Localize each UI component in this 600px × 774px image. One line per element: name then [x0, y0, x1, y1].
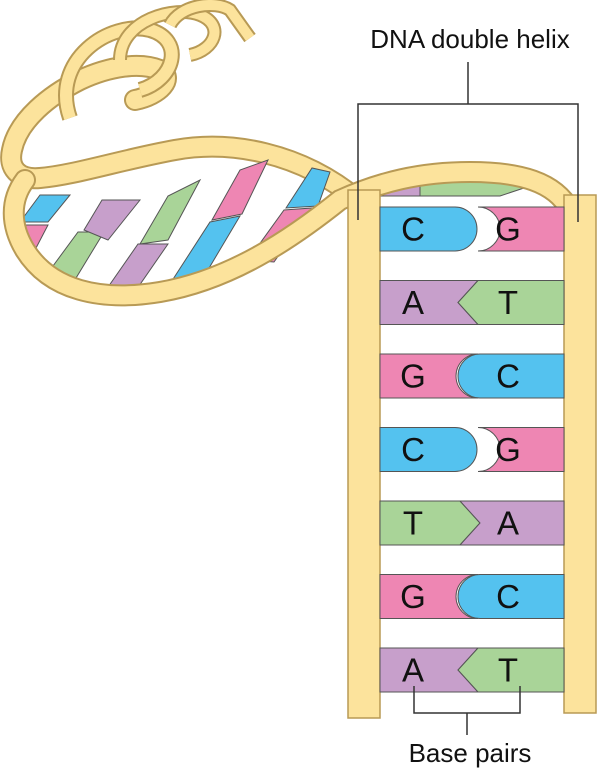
base-letter-left: C	[401, 211, 425, 248]
twisted-rung	[19, 194, 72, 223]
right-backbone-rail	[563, 194, 597, 714]
base-letter-right: G	[495, 431, 521, 468]
twisted-rung	[285, 167, 331, 209]
helix-callout: DNA double helix	[357, 24, 579, 222]
twisted-rung	[83, 199, 142, 241]
base-letter-right: G	[495, 211, 521, 248]
base-letter-left: T	[403, 505, 423, 542]
base-letter-left: G	[400, 358, 426, 395]
base-left-C	[379, 206, 478, 252]
helix-bracket	[357, 62, 579, 222]
twisted-rung	[139, 178, 202, 245]
left-backbone-rail	[347, 189, 381, 719]
base-pairs-callout: Base pairs	[409, 686, 532, 768]
base-left-C	[379, 427, 478, 472]
back-backbone-strand-fill	[2, 56, 367, 209]
base-right-G	[477, 427, 565, 472]
front-backbone-strand-fill	[4, 162, 579, 305]
base-right-C	[457, 353, 565, 399]
base-letter-right: T	[498, 284, 518, 321]
base-letter-left: A	[402, 652, 424, 689]
base-letter-left: A	[402, 284, 424, 321]
base-pairs-bracket	[413, 686, 521, 735]
helix-label: DNA double helix	[370, 24, 569, 54]
twisted-helix-section	[0, 0, 581, 307]
base-right-G	[477, 206, 565, 252]
base-letter-left: C	[401, 431, 425, 468]
base-right-T	[457, 280, 565, 325]
base-letter-right: T	[498, 652, 518, 689]
base-pairs-label: Base pairs	[409, 738, 532, 768]
twisted-rung	[211, 159, 269, 221]
base-letter-right: C	[496, 578, 520, 615]
base-right-C	[457, 574, 565, 619]
base-left-T	[379, 500, 481, 546]
coiled-tip	[58, 0, 256, 121]
base-right-T	[457, 647, 565, 693]
base-right-A	[458, 500, 565, 546]
base-letter-right: C	[496, 358, 520, 395]
base-letter-right: A	[497, 505, 519, 542]
base-letter-left: G	[400, 578, 426, 615]
